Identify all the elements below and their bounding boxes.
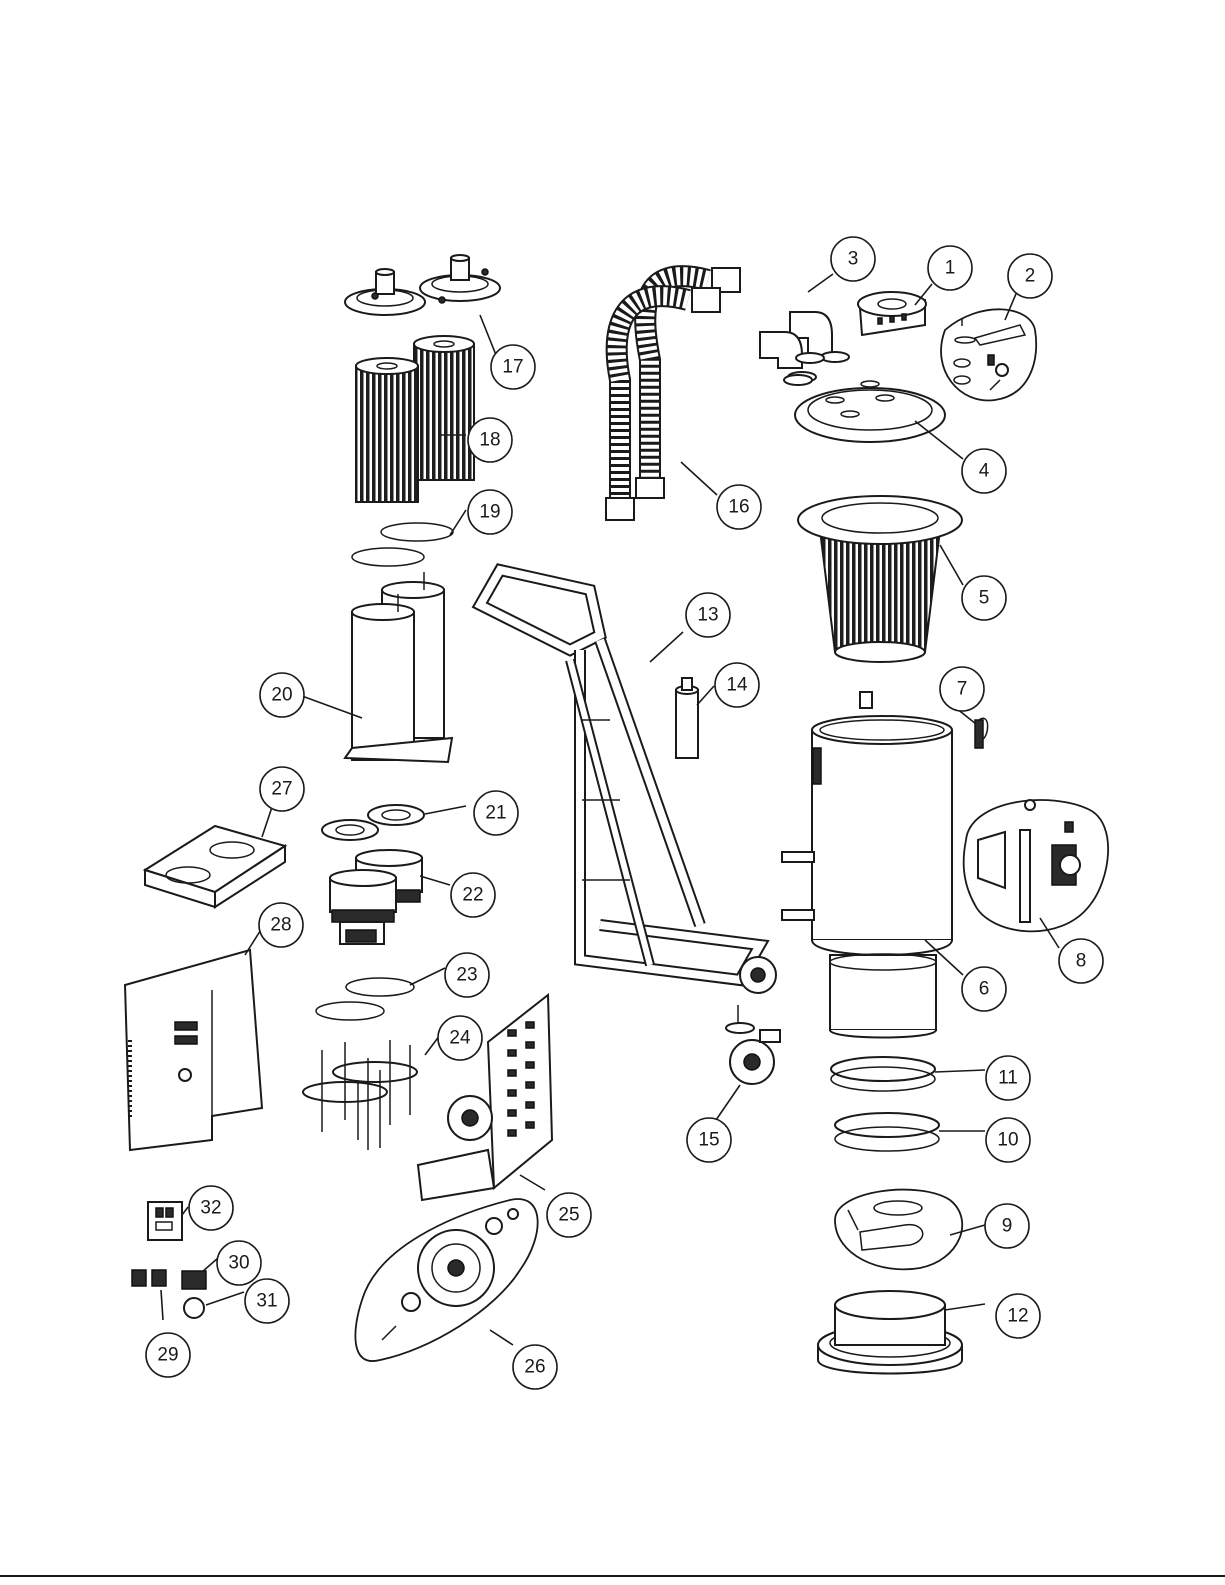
part-wheel-detail — [355, 1199, 537, 1361]
part-hardware-detail — [941, 309, 1036, 400]
callout-17: 17 — [491, 345, 535, 389]
callout-11: 11 — [986, 1056, 1030, 1100]
callout-26: 26 — [513, 1345, 557, 1389]
callout-5: 5 — [962, 576, 1006, 620]
callout-label: 5 — [979, 588, 990, 609]
part-switches — [132, 1270, 206, 1318]
callout-14: 14 — [715, 663, 759, 707]
part-band-clamps — [831, 1057, 939, 1151]
footer-rule — [0, 1575, 1225, 1577]
callout-31: 31 — [245, 1279, 289, 1323]
callout-12: 12 — [996, 1294, 1040, 1338]
callout-label: 31 — [256, 1291, 277, 1312]
callout-28: 28 — [259, 903, 303, 947]
part-elbows — [760, 312, 849, 382]
callout-label: 17 — [502, 357, 523, 378]
callout-13: 13 — [686, 593, 730, 637]
callout-label: 13 — [697, 605, 718, 626]
callout-1: 1 — [928, 246, 972, 290]
callout-label: 14 — [726, 675, 748, 696]
callout-label: 6 — [979, 979, 990, 1000]
callout-3: 3 — [831, 237, 875, 281]
callout-label: 27 — [271, 779, 292, 800]
part-side-panel — [125, 950, 262, 1150]
callout-label: 28 — [270, 915, 291, 936]
callout-label: 3 — [848, 249, 859, 270]
part-cart-frame — [480, 570, 776, 993]
callout-10: 10 — [986, 1118, 1030, 1162]
part-gaskets — [352, 523, 453, 566]
callout-label: 12 — [1007, 1306, 1028, 1327]
callout-19: 19 — [468, 490, 512, 534]
part-motor-plate — [145, 826, 285, 907]
callout-label: 16 — [728, 497, 749, 518]
callout-label: 7 — [957, 679, 968, 700]
callout-label: 22 — [462, 885, 483, 906]
callout-8: 8 — [1059, 939, 1103, 983]
callout-label: 15 — [698, 1130, 719, 1151]
callout-label: 30 — [228, 1253, 249, 1274]
part-exhaust-cover — [858, 292, 926, 335]
callout-label: 10 — [997, 1130, 1018, 1151]
callout-label: 19 — [479, 502, 500, 523]
callout-24: 24 — [438, 1016, 482, 1060]
part-caster — [726, 1005, 780, 1084]
part-vacuum-motors — [330, 850, 422, 944]
part-mounting-studs — [303, 1040, 417, 1150]
part-filter-housings — [345, 572, 452, 762]
part-latch — [975, 718, 988, 748]
callout-25: 25 — [547, 1193, 591, 1237]
callout-label: 25 — [558, 1205, 579, 1226]
callout-label: 4 — [979, 461, 990, 482]
callout-15: 15 — [687, 1118, 731, 1162]
part-drum-base — [818, 1291, 962, 1374]
callout-label: 26 — [524, 1357, 545, 1378]
callout-30: 30 — [217, 1241, 261, 1285]
callout-label: 8 — [1076, 951, 1087, 972]
callout-21: 21 — [474, 791, 518, 835]
callout-23: 23 — [445, 953, 489, 997]
callout-6: 6 — [962, 967, 1006, 1011]
callout-label: 18 — [479, 430, 500, 451]
callout-label: 1 — [945, 258, 956, 279]
callout-label: 24 — [449, 1028, 471, 1049]
part-cone-filter — [798, 496, 962, 662]
callout-2: 2 — [1008, 254, 1052, 298]
callout-label: 2 — [1025, 266, 1036, 287]
part-inlet-detail — [964, 800, 1108, 931]
part-sleeve — [676, 678, 698, 758]
callout-20: 20 — [260, 673, 304, 717]
callout-label: 29 — [157, 1345, 178, 1366]
callout-22: 22 — [451, 873, 495, 917]
callout-18: 18 — [468, 418, 512, 462]
callout-27: 27 — [260, 767, 304, 811]
callout-7: 7 — [940, 667, 984, 711]
part-lid — [784, 353, 945, 442]
part-hoses — [606, 268, 740, 520]
part-motor-gaskets — [316, 978, 414, 1020]
callout-label: 11 — [998, 1068, 1018, 1089]
part-collection-drum — [782, 692, 952, 1038]
callout-16: 16 — [717, 485, 761, 529]
callout-label: 32 — [200, 1198, 221, 1219]
part-switch-plate — [148, 1202, 182, 1240]
part-cartridge-filters — [356, 336, 474, 502]
callout-29: 29 — [146, 1333, 190, 1377]
callout-4: 4 — [962, 449, 1006, 493]
part-wheel-bracket — [418, 995, 552, 1200]
callout-label: 21 — [485, 803, 506, 824]
part-motor-rings — [322, 805, 424, 840]
callout-label: 20 — [271, 685, 292, 706]
callout-label: 9 — [1002, 1216, 1013, 1237]
part-filter-caps — [345, 255, 500, 315]
callout-9: 9 — [985, 1204, 1029, 1248]
callout-32: 32 — [189, 1186, 233, 1230]
callout-label: 23 — [456, 965, 477, 986]
part-hatch-detail — [835, 1190, 962, 1270]
